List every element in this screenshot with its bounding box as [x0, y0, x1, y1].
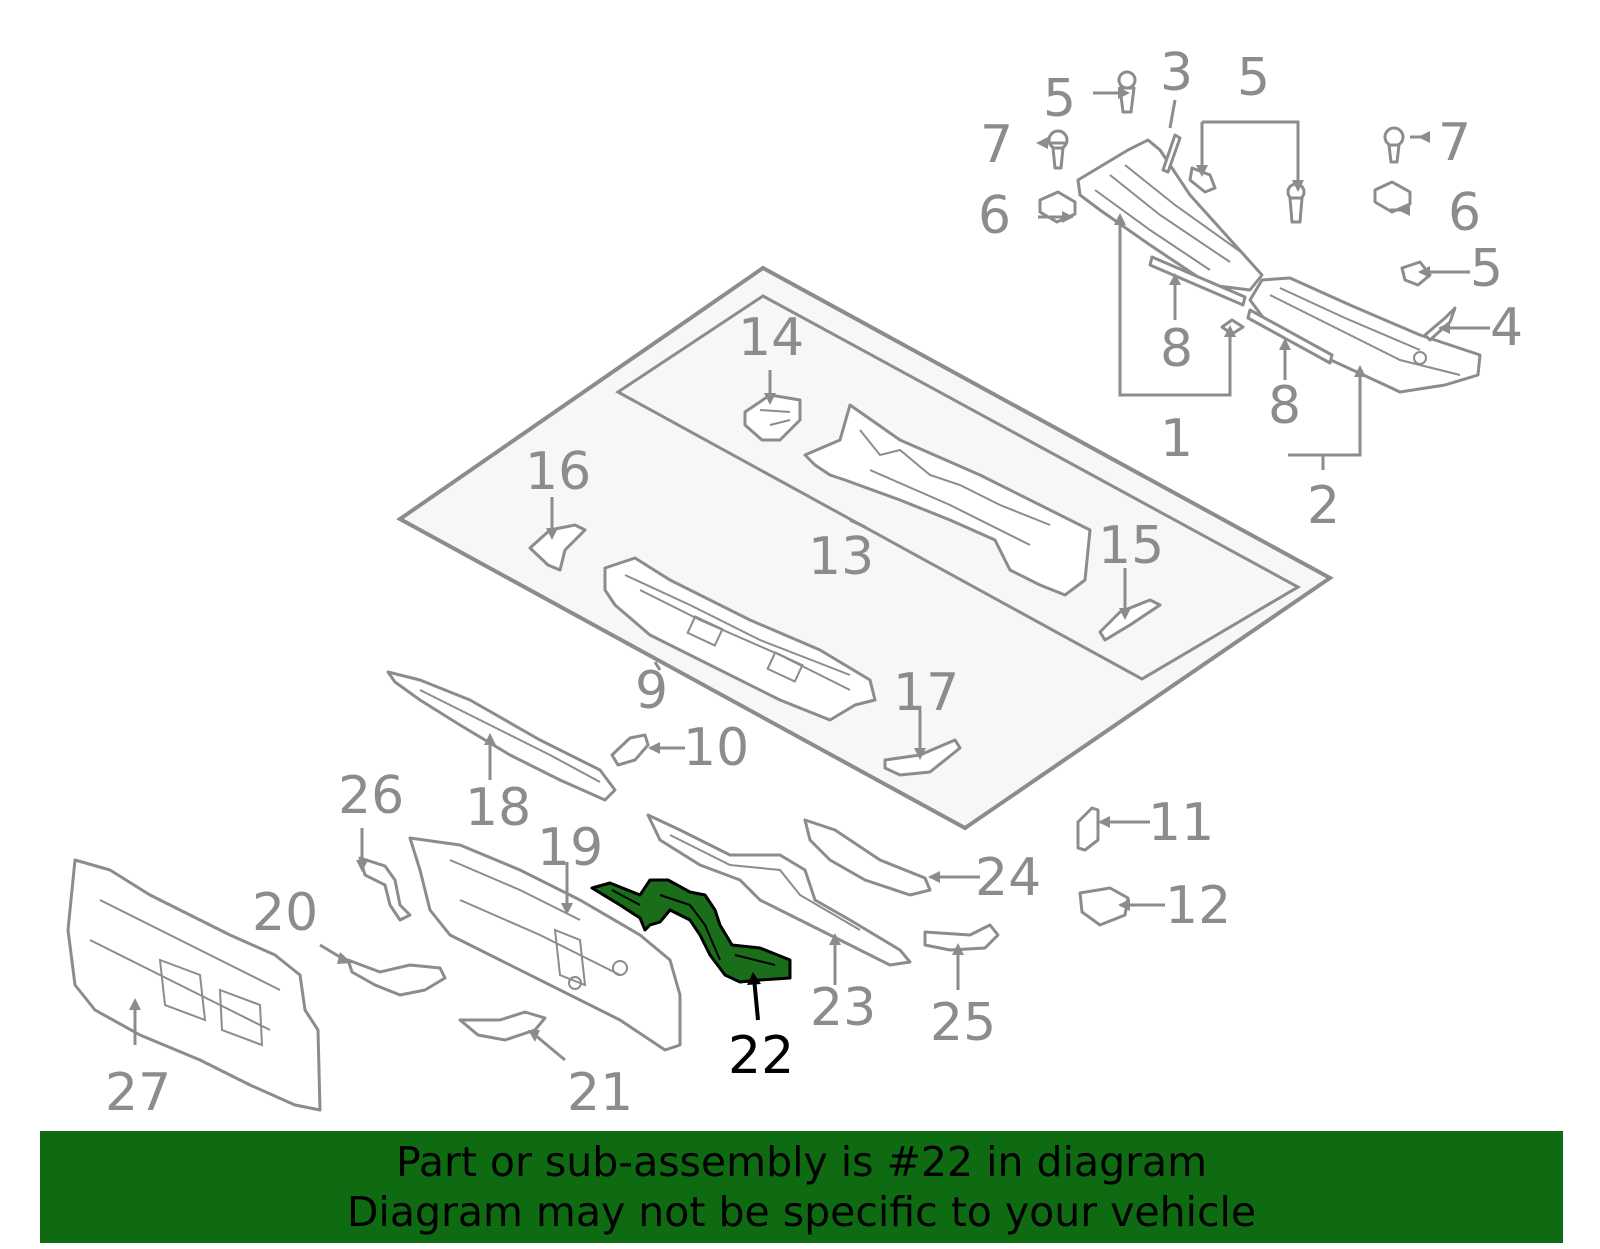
callout-5-pair: 5 — [1237, 48, 1270, 108]
part-25-bracket — [923, 923, 1000, 952]
callout-12: 12 — [1165, 876, 1231, 936]
callout-3: 3 — [1160, 43, 1193, 103]
arrowhead-22 — [747, 972, 761, 985]
part-12-bracket — [1078, 886, 1130, 927]
fastener-5-mid — [1188, 166, 1217, 194]
part-1-cowl-top-left — [1076, 138, 1264, 292]
callout-4: 4 — [1490, 298, 1523, 358]
callout-25: 25 — [930, 993, 996, 1053]
callout-26: 26 — [338, 766, 404, 826]
callout-21: 21 — [567, 1063, 633, 1123]
callout-9: 9 — [635, 661, 668, 721]
callout-numbers: 5 3 5 7 7 6 6 5 4 8 8 1 2 14 16 13 15 9 … — [105, 43, 1523, 1123]
part-11-bracket — [1076, 806, 1100, 852]
part-23-cross-member — [646, 813, 912, 967]
callout-8-right: 8 — [1268, 376, 1301, 436]
banner-line-part-number: Part or sub-assembly is #22 in diagram — [395, 1138, 1208, 1186]
callout-27: 27 — [105, 1063, 171, 1123]
part-13-cowl-panel — [803, 403, 1092, 597]
part-27-dash-silencer — [66, 858, 322, 1112]
part-24-bracket — [803, 818, 932, 897]
callout-20: 20 — [252, 883, 318, 943]
callout-23: 23 — [810, 978, 876, 1038]
part-18-reinforcement — [386, 670, 617, 802]
callout-16: 16 — [525, 442, 591, 502]
info-banner: Part or sub-assembly is #22 in diagram D… — [40, 1131, 1563, 1243]
callout-6-left: 6 — [978, 186, 1011, 246]
part-17-bracket — [883, 738, 962, 777]
part-22-highlighted-bracket — [590, 878, 792, 984]
part-10-bracket — [610, 733, 650, 767]
callout-6-right: 6 — [1448, 183, 1481, 243]
part-21-insulator — [458, 1010, 547, 1042]
callout-10: 10 — [683, 718, 749, 778]
callout-14: 14 — [738, 308, 804, 368]
exploded-parts-diagram: 5 3 5 7 7 6 6 5 4 8 8 1 2 14 16 13 15 9 … — [66, 43, 1523, 1123]
fastener-5-far-right — [1400, 260, 1432, 287]
fastener-5-right — [1286, 182, 1306, 224]
part-4-seal — [1423, 306, 1457, 342]
sub-assembly-outer-box — [396, 265, 1334, 831]
callout-7-left: 7 — [980, 115, 1013, 175]
part-20-insulator — [346, 958, 447, 997]
screw-7-left — [1047, 129, 1069, 170]
part-14-bracket — [743, 393, 802, 442]
part-3-seal — [1161, 133, 1182, 174]
callout-11: 11 — [1148, 793, 1214, 853]
callout-8-left: 8 — [1160, 319, 1193, 379]
part-26-bracket — [358, 856, 412, 922]
callout-15: 15 — [1098, 516, 1164, 576]
callout-17: 17 — [893, 663, 959, 723]
callout-24: 24 — [975, 848, 1041, 908]
screw-7-right — [1383, 126, 1405, 164]
callout-19: 19 — [537, 818, 603, 878]
part-8-weatherstrips — [1148, 255, 1334, 365]
part-19-dash-panel — [408, 836, 682, 1052]
callout-1: 1 — [1160, 409, 1193, 469]
arrowheads — [129, 87, 1450, 1042]
part-15-bracket — [1098, 598, 1162, 642]
part-22-detail — [611, 889, 776, 966]
callout-5-far-right: 5 — [1470, 239, 1503, 299]
callout-13: 13 — [808, 527, 874, 587]
callout-22-highlighted: 22 — [728, 1026, 794, 1086]
callout-5-top: 5 — [1043, 69, 1076, 129]
part-9-dash-panel-upper — [603, 556, 877, 722]
fastener-5-top — [1117, 70, 1137, 114]
callout-2: 2 — [1307, 476, 1340, 536]
callout-18: 18 — [465, 778, 531, 838]
callout-7-right: 7 — [1438, 113, 1471, 173]
part-2-cowl-top-right — [1248, 276, 1482, 394]
banner-line-disclaimer: Diagram may not be specific to your vehi… — [346, 1188, 1257, 1236]
